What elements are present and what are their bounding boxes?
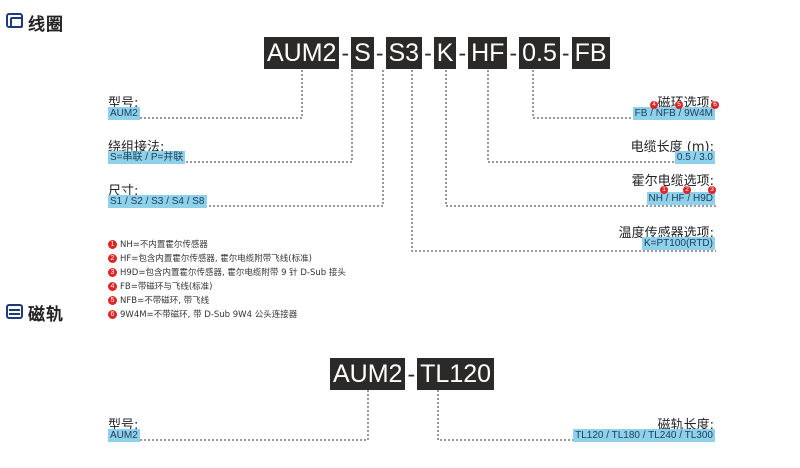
code-segment-size: S3 — [385, 37, 423, 69]
note-item: 6 9W4M=不带磁环, 带 D-Sub 9W4 公头连接器 — [108, 308, 297, 320]
marker-6: 6 — [711, 101, 719, 109]
connector-model — [108, 70, 303, 119]
note-text: FB=带磁环与飞线(标准) — [120, 282, 213, 292]
marker-1: 1 — [660, 186, 668, 194]
code-separator: - — [509, 39, 518, 66]
code-segment-rail-length: TL120 — [417, 358, 495, 390]
connector-rail-length — [437, 390, 716, 441]
code-separator: - — [458, 39, 467, 66]
rail-part-code: AUM2 - TL120 — [330, 358, 495, 390]
note-item: 5 NFB=不带磁环, 带飞线 — [108, 294, 209, 306]
code-separator: - — [341, 39, 350, 66]
code-separator: - — [407, 360, 416, 387]
connector-winding — [108, 70, 353, 163]
connector-temp-sensor — [411, 70, 716, 252]
code-segment-hall: HF — [468, 37, 508, 69]
connector-size — [108, 70, 384, 207]
note-text: NH=不内置霍尔传感器 — [120, 240, 208, 250]
marker-2: 2 — [683, 186, 691, 194]
note-number: 3 — [108, 267, 117, 277]
connector-rail-model — [108, 390, 369, 441]
field-value-cable-length: 0.5 / 3.0 — [674, 151, 715, 164]
code-segment-ferrite: FB — [571, 37, 610, 69]
field-value-ferrite: FB / NFB / 9W4M — [632, 107, 715, 120]
note-item: 2 HF=包含内置霍尔传感器, 霍尔电缆附带飞线(标准) — [108, 252, 312, 264]
field-value-temp-sensor: K=PT100(RTD) — [641, 237, 715, 250]
coil-section-title: 线圈 — [28, 15, 64, 35]
code-separator: - — [424, 39, 432, 66]
marker-5: 5 — [675, 101, 683, 109]
code-separator: - — [375, 39, 384, 66]
rail-section-title: 磁轨 — [28, 305, 64, 325]
field-value-winding: S=串联 / P=并联 — [108, 151, 186, 164]
rail-field-value-length: TL120 / TL180 / TL240 / TL300 — [573, 429, 715, 442]
field-label-hall: 霍尔电缆选项: — [631, 174, 714, 189]
code-segment-cable-length: 0.5 — [519, 37, 560, 69]
rail-field-value-model: AUM2 — [108, 429, 140, 442]
coil-part-code: AUM2 - S - S3 - K - HF - 0.5 - FB — [264, 37, 610, 69]
note-number: 6 — [108, 309, 117, 319]
connector-cable-length — [487, 70, 716, 163]
code-segment-rail-model: AUM2 — [330, 358, 406, 390]
note-number: 1 — [108, 239, 117, 249]
note-number: 2 — [108, 253, 117, 263]
code-segment-temp-sensor: K — [433, 37, 457, 69]
marker-3: 3 — [708, 186, 716, 194]
code-segment-model: AUM2 — [264, 37, 340, 69]
note-text: H9D=包含内置霍尔传感器, 霍尔电缆附带 9 针 D-Sub 接头 — [120, 268, 346, 278]
field-value-hall: NH / HF / H9D — [646, 192, 715, 205]
note-number: 5 — [108, 295, 117, 305]
coil-icon — [6, 13, 23, 28]
field-value-size: S1 / S2 / S3 / S4 / S8 — [108, 195, 207, 208]
note-text: 9W4M=不带磁环, 带 D-Sub 9W4 公头连接器 — [120, 310, 298, 320]
code-separator: - — [561, 39, 570, 66]
field-value-model: AUM2 — [108, 107, 140, 120]
note-text: NFB=不带磁环, 带飞线 — [120, 296, 210, 306]
note-text: HF=包含内置霍尔传感器, 霍尔电缆附带飞线(标准) — [120, 254, 312, 264]
code-segment-winding: S — [351, 37, 374, 69]
note-number: 4 — [108, 281, 117, 291]
note-item: 1 NH=不内置霍尔传感器 — [108, 238, 208, 250]
note-item: 4 FB=带磁环与飞线(标准) — [108, 280, 212, 292]
magnetic-rail-icon — [6, 304, 23, 319]
marker-4: 4 — [650, 101, 658, 109]
connector-hall — [445, 70, 716, 207]
note-item: 3 H9D=包含内置霍尔传感器, 霍尔电缆附带 9 针 D-Sub 接头 — [108, 266, 346, 278]
